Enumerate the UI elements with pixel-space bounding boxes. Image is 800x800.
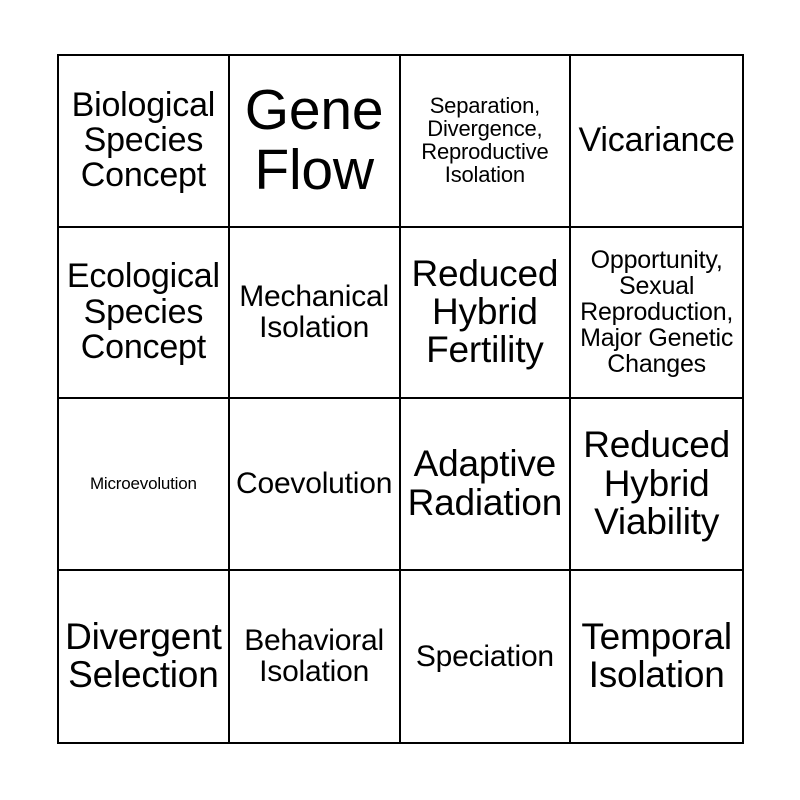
bingo-cell-r2c3[interactable]: Reduced Hybrid Fertility bbox=[400, 227, 572, 399]
bingo-cell-r2c1[interactable]: Ecological Species Concept bbox=[59, 227, 230, 399]
bingo-cell-label: Gene Flow bbox=[244, 78, 384, 202]
bingo-cell-r4c2[interactable]: Behavioral Isolation bbox=[229, 570, 401, 742]
bingo-cell-label: Temporal Isolation bbox=[581, 615, 732, 696]
bingo-cell-label: Mechanical Isolation bbox=[239, 280, 389, 345]
bingo-cell-r4c1[interactable]: Divergent Selection bbox=[59, 570, 230, 742]
bingo-cell-label: Adaptive Radiation bbox=[407, 443, 563, 523]
bingo-cell-r1c1[interactable]: Biological Species Concept bbox=[59, 56, 230, 228]
bingo-cell-r2c2[interactable]: Mechanical Isolation bbox=[229, 227, 401, 399]
bingo-cell-r4c3[interactable]: Speciation bbox=[400, 570, 572, 742]
bingo-cell-label: Ecological Species Concept bbox=[66, 257, 220, 366]
bingo-cell-label: Opportunity, Sexual Reproduction, Major … bbox=[580, 246, 734, 379]
bingo-cell-label: Reduced Hybrid Viability bbox=[583, 424, 730, 542]
bingo-cell-label: Behavioral Isolation bbox=[244, 624, 384, 689]
bingo-cell-label: Coevolution bbox=[236, 467, 393, 501]
bingo-cell-label: Divergent Selection bbox=[65, 615, 222, 696]
bingo-cell-r2c4[interactable]: Opportunity, Sexual Reproduction, Major … bbox=[571, 227, 742, 399]
bingo-cell-label: Reduced Hybrid Fertility bbox=[411, 252, 559, 371]
bingo-cell-r4c4[interactable]: Temporal Isolation bbox=[571, 570, 742, 742]
bingo-cell-r3c2[interactable]: Coevolution bbox=[229, 399, 401, 571]
bingo-cell-r3c1[interactable]: Microevolution bbox=[59, 399, 230, 571]
bingo-cell-label: Microevolution bbox=[89, 473, 197, 493]
bingo-card: Biological Species Concept Gene Flow Separ… bbox=[57, 54, 744, 744]
bingo-cell-r1c4[interactable]: Vicariance bbox=[571, 56, 742, 228]
bingo-cell-r3c4[interactable]: Reduced Hybrid Viability bbox=[571, 399, 742, 571]
bingo-cell-label: Speciation bbox=[415, 639, 554, 673]
bingo-cell-r1c3[interactable]: Separation, Divergence, Reproductive Iso… bbox=[400, 56, 572, 228]
bingo-cell-r3c3[interactable]: Adaptive Radiation bbox=[400, 399, 572, 571]
bingo-cell-label: Separation, Divergence, Reproductive Iso… bbox=[421, 93, 549, 187]
bingo-cell-r1c2[interactable]: Gene Flow bbox=[229, 56, 401, 228]
bingo-cell-label: Vicariance bbox=[578, 121, 735, 160]
bingo-cell-label: Biological Species Concept bbox=[71, 85, 216, 195]
